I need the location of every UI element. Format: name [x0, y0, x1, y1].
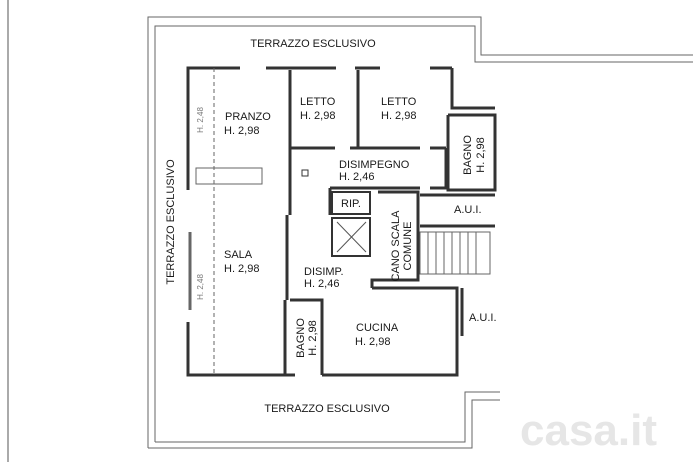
terrace-left-label: TERRAZZO ESCLUSIVO	[165, 159, 177, 285]
room-sala-name: SALA	[224, 249, 253, 261]
room-cucina-height: H. 2,98	[355, 336, 390, 348]
walls	[186, 66, 497, 377]
room-disimp-height: H. 2,46	[304, 278, 339, 290]
room-sala-height: H. 2,98	[224, 263, 259, 275]
room-disimpegno-name: DISIMPEGNO	[339, 159, 410, 171]
room-bagno-bottom-height: H. 2,98	[307, 320, 319, 355]
room-aui-top-name: A.U.I.	[454, 204, 482, 216]
room-aui-bottom-name: A.U.I.	[469, 312, 497, 324]
room-letto2-name: LETTO	[381, 96, 417, 108]
room-letto2-height: H. 2,98	[381, 110, 416, 122]
room-bagno-top-name: BAGNO	[462, 135, 474, 175]
height-label: H. 2,48	[196, 107, 205, 133]
beam	[195, 167, 263, 185]
room-disimp-name: DISIMP.	[304, 266, 344, 278]
terrace-bottom-label: TERRAZZO ESCLUSIVO	[264, 403, 390, 415]
room-letto1-height: H. 2,98	[300, 110, 335, 122]
room-letto1-name: LETTO	[300, 96, 336, 108]
height-label: H. 2,48	[196, 274, 205, 300]
room-bagno-bottom-name: BAGNO	[295, 318, 307, 358]
terrace-top-label: TERRAZZO ESCLUSIVO	[250, 38, 376, 50]
elevator-icon	[336, 221, 367, 253]
cano-scala-label: CANO SCALA	[390, 210, 402, 282]
cano-scala-comune-label: COMUNE	[402, 222, 414, 271]
room-bagno-top-height: H. 2,98	[475, 137, 487, 172]
watermark: casa.it	[520, 406, 657, 455]
room-pranzo-name: PRANZO	[225, 111, 271, 123]
terrace-boundary	[147, 16, 693, 449]
staircase	[419, 231, 491, 275]
room-disimpegno-height: H. 2,46	[339, 171, 374, 183]
room-pranzo-height: H. 2,98	[224, 125, 259, 137]
pillar	[301, 169, 309, 177]
room-cucina-name: CUCINA	[356, 322, 399, 334]
room-rip-name: RIP.	[341, 198, 361, 210]
